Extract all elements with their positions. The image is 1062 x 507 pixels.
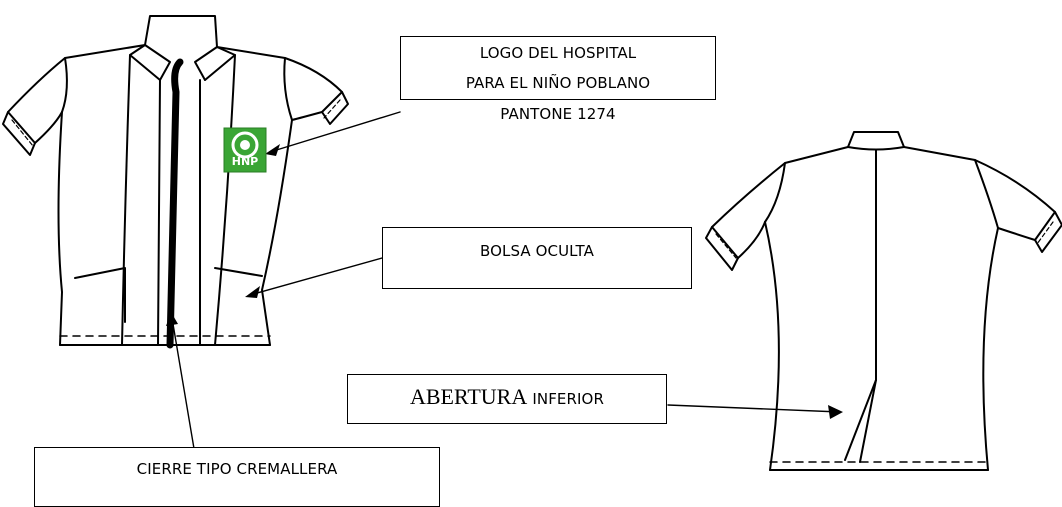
cierre-callout-label: CIERRE TIPO CREMALLERA — [136, 460, 338, 478]
bolsa-arrow — [249, 257, 383, 296]
abertura-callout-label: ABERTURA INFERIOR — [347, 384, 667, 410]
zipper-line — [166, 58, 184, 349]
abertura-callout-box — [347, 374, 667, 424]
logo-callout-box — [400, 36, 716, 100]
abertura-arrow — [667, 404, 841, 413]
abertura-small-text: INFERIOR — [532, 390, 604, 408]
logo-callout-line3: PANTONE 1274 — [500, 105, 616, 123]
bolsa-callout-box — [382, 227, 692, 289]
logo-arrow — [269, 111, 401, 153]
hospital-logo-text: HNP — [231, 155, 259, 168]
logo-callout-line1: LOGO DEL HOSPITAL — [479, 44, 637, 62]
logo-callout-line2: PARA EL NIÑO POBLANO — [465, 74, 651, 92]
cierre-callout-box — [34, 447, 440, 507]
back-shirt-drawing — [705, 131, 1062, 471]
front-shirt-drawing — [2, 15, 349, 346]
bolsa-callout-label: BOLSA OCULTA — [479, 242, 595, 260]
abertura-big-text: ABERTURA — [410, 384, 528, 409]
hospital-logo — [223, 127, 267, 173]
